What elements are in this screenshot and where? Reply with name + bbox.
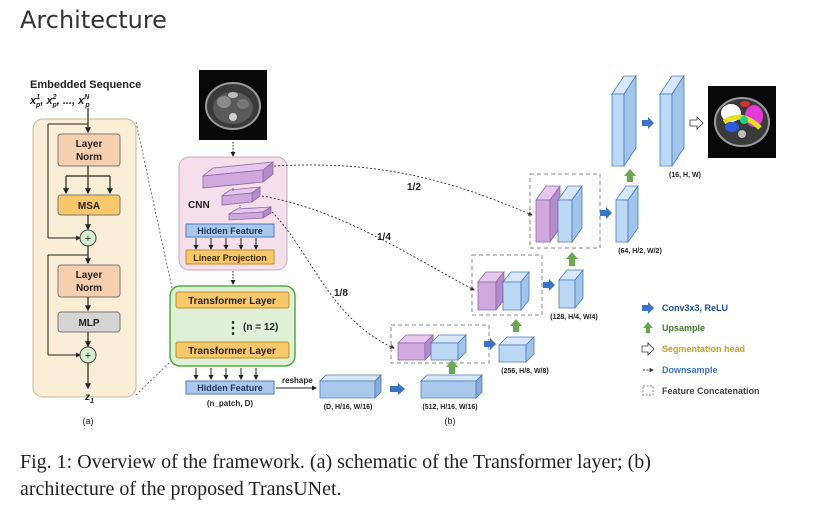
skip-connection-half <box>273 164 533 216</box>
dims-16-label: (16, H, W) <box>669 172 701 179</box>
skip-connection-quarter <box>261 195 475 291</box>
transformer-output-arrows <box>193 368 259 380</box>
transformer-layer-box-bottom <box>175 341 290 359</box>
embedded-sequence-label: Embedded Sequence <box>30 79 141 91</box>
msa-label: MSA <box>78 201 100 212</box>
hidden-feature-label: Hidden Feature <box>197 226 263 236</box>
figure-caption-line-1: Fig. 1: Overview of the framework. (a) s… <box>20 451 651 473</box>
hidden-feature-arrows <box>193 238 259 250</box>
figure-caption-line-2: architecture of the proposed TransUNet. <box>20 478 342 500</box>
mlp-box <box>57 311 121 333</box>
hidden-feature-bottom-box <box>185 380 275 395</box>
concat-cubes-quarter <box>477 270 530 312</box>
dims-512-label: (512, H/16, W/16) <box>422 404 477 411</box>
layer-norm-box-1 <box>57 133 121 167</box>
legend-upsample-icon <box>643 322 653 333</box>
dims-128-label: (128, H/4, W/4) <box>550 314 597 321</box>
concat-group-quarter <box>471 254 543 316</box>
feature-block-256 <box>498 336 535 363</box>
add-node-2-plus: + <box>85 350 91 362</box>
legend-seg-head-label: Segmentation head <box>662 344 745 354</box>
skip-half-label: 1/2 <box>407 182 421 193</box>
page-title: Architecture <box>20 6 167 34</box>
skip-eighth-label: 1/8 <box>334 288 348 299</box>
feature-block-128 <box>558 268 584 310</box>
concat-cubes-eighth <box>397 334 467 361</box>
conv-arrow-2 <box>484 338 496 350</box>
legend-concat-label: Feature Concatenation <box>662 386 760 396</box>
panel-a-label: (a) <box>83 416 94 426</box>
dims-256-label: (256, H/8, W/8) <box>501 368 548 375</box>
transformer-layer-top-label: Transformer Layer <box>188 296 276 307</box>
legend-conv-icon <box>642 302 654 314</box>
feature-block-16-a <box>611 74 637 168</box>
feature-block-d <box>319 374 382 399</box>
transformer-layer-bottom-label: Transformer Layer <box>188 346 276 357</box>
feature-block-64 <box>615 184 639 244</box>
cnn-label: CNN <box>188 200 210 211</box>
hidden-feature-bottom-label: Hidden Feature <box>197 383 263 393</box>
conv-arrow-5 <box>642 117 654 129</box>
output-z-label: z1 <box>84 392 94 405</box>
upsample-arrow-2 <box>510 319 522 332</box>
layer-norm-1-line2: Norm <box>76 152 102 163</box>
legend: Conv3x3, ReLU Upsample Segmentation head… <box>641 302 760 396</box>
mlp-label: MLP <box>78 318 99 329</box>
transformer-layer-box-top <box>175 291 290 309</box>
legend-upsample-label: Upsample <box>662 323 705 333</box>
hidden-feature-box <box>185 223 275 238</box>
conv-arrow-3 <box>543 279 555 291</box>
upsample-arrow-4 <box>624 169 636 182</box>
add-node-1-plus: + <box>85 233 91 245</box>
reshape-label: reshape <box>282 376 313 385</box>
linear-projection-label: Linear Projection <box>193 253 267 263</box>
linear-projection-box <box>185 249 275 265</box>
panel-b-label: (b) <box>445 416 456 426</box>
msa-box <box>57 194 121 216</box>
ct-input-image <box>199 70 267 140</box>
legend-downsample-label: Downsample <box>662 365 718 375</box>
layer-norm-box-2 <box>57 264 121 298</box>
upsample-arrow-3 <box>566 252 578 266</box>
layer-norm-2-line2: Norm <box>76 283 102 294</box>
dims-64-label: (64, H/2, W/2) <box>618 248 662 255</box>
conv-arrow-4 <box>600 207 612 219</box>
dims-d-label: (D, H/16, W/16) <box>324 404 373 411</box>
seg-head-arrow <box>689 116 704 130</box>
conv-arrow-1 <box>390 383 405 395</box>
layer-norm-2-line1: Layer <box>76 270 103 281</box>
concat-group-eighth <box>390 324 490 364</box>
upsample-arrow-1 <box>446 360 458 374</box>
legend-conv-label: Conv3x3, ReLU <box>662 303 728 313</box>
n-layers-label: (n = 12) <box>243 322 278 333</box>
feature-block-16-b <box>659 74 685 168</box>
concat-cubes-half <box>535 184 583 244</box>
n-patch-label: (n_patch, D) <box>207 399 254 408</box>
legend-seg-head-icon <box>641 342 655 356</box>
skip-connection-eighth <box>271 211 395 349</box>
layer-norm-1-line1: Layer <box>76 139 103 150</box>
svg-text:x1p, x2p, ..., xNp: x1p, x2p, ..., xNp <box>29 94 90 109</box>
segmentation-output-image <box>708 86 776 158</box>
legend-concat-icon <box>642 385 654 396</box>
cnn-feature-slabs <box>201 161 275 221</box>
skip-quarter-label: 1/4 <box>377 232 391 243</box>
feature-block-512 <box>420 374 483 399</box>
n-layers-dots: ⋮ <box>225 320 241 337</box>
